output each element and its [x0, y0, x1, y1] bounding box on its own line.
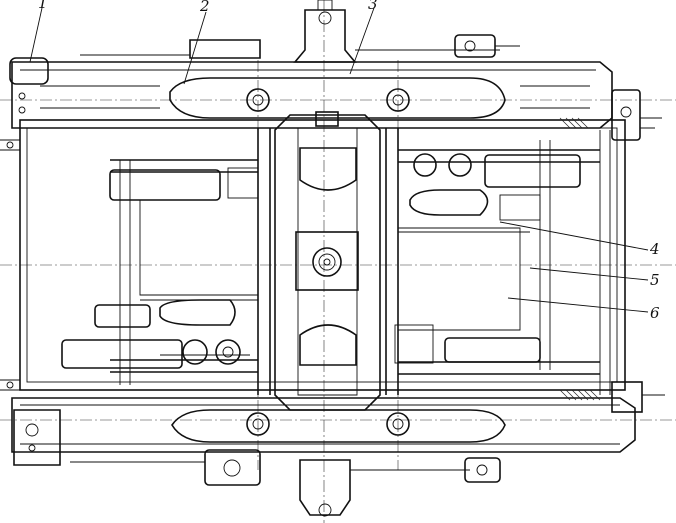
- longitudinal-beams: [119, 128, 611, 395]
- callout-5: 5: [650, 271, 660, 289]
- bottom-bracket: [70, 449, 501, 517]
- callout-6: 6: [650, 304, 660, 322]
- callout-2: 2: [199, 0, 210, 15]
- callout-3: 3: [368, 0, 378, 13]
- side-beam-bottom: [11, 397, 636, 466]
- left-assemblies: [61, 167, 259, 369]
- left-end-fittings: [0, 139, 20, 391]
- cross-members: [110, 149, 600, 375]
- callout-4: 4: [649, 240, 660, 258]
- side-beam-top: [9, 57, 613, 129]
- top-bracket: [80, 0, 520, 63]
- leader-lines: [29, 7, 649, 313]
- center-transverse-beam: [274, 111, 381, 411]
- right-assemblies: [394, 153, 581, 364]
- callout-labels: 1 2 3 4 5 6: [38, 0, 660, 322]
- right-end-fittings: [559, 89, 665, 413]
- callout-1: 1: [38, 0, 48, 12]
